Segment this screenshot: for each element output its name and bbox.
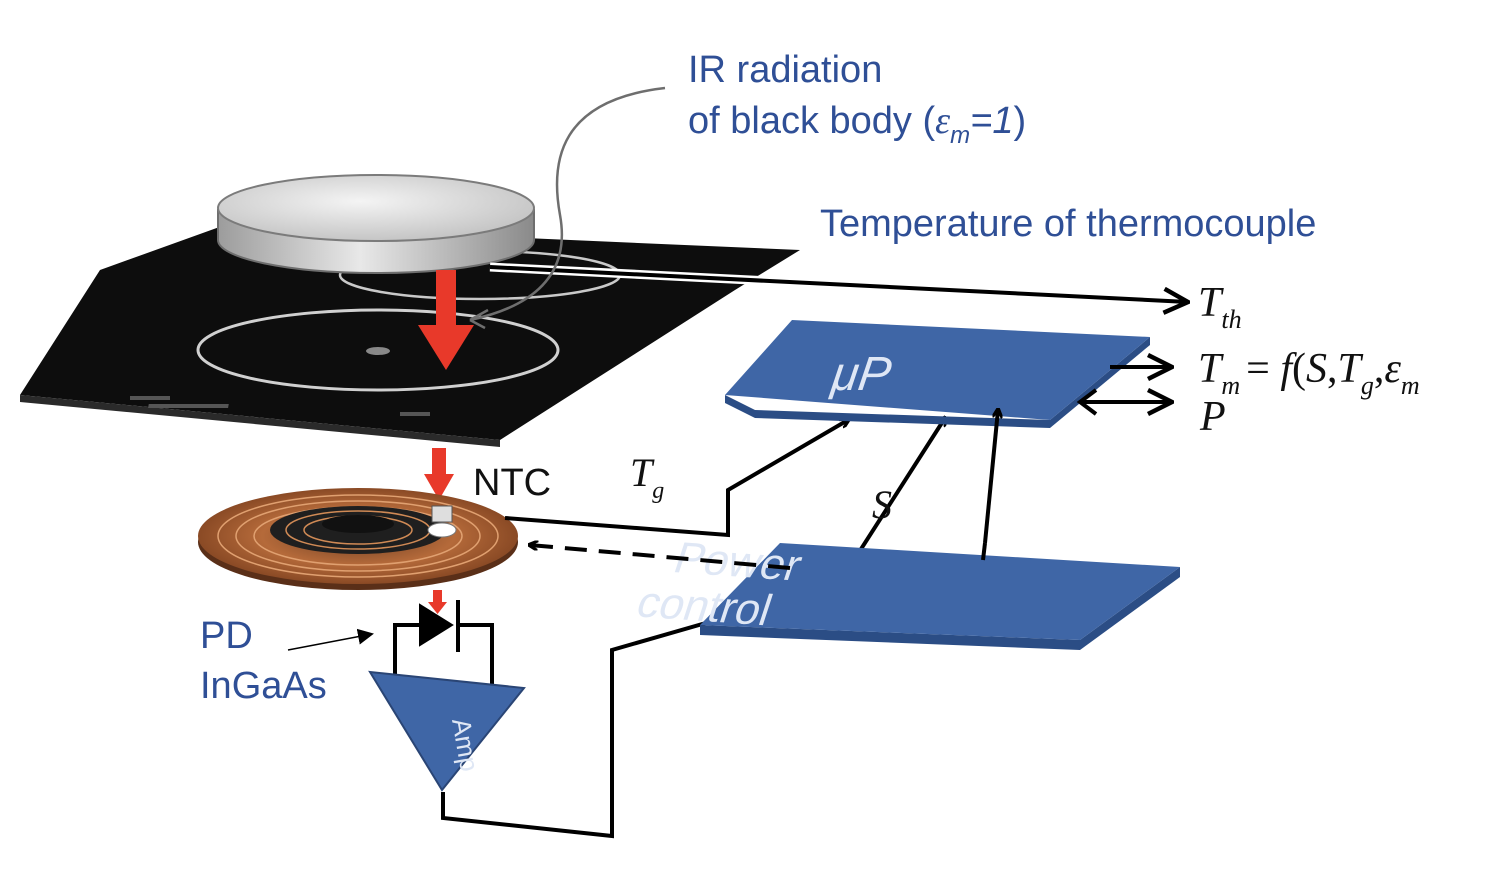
p-label: P (1199, 394, 1226, 440)
thermocouple-signal-arrow (489, 262, 1190, 302)
pd-label-pointer (287, 628, 374, 651)
microprocessor-block: μP (725, 320, 1150, 428)
ir-label-line2: of black body (εm=1) (688, 100, 1026, 149)
amplifier: Amp (368, 670, 526, 792)
ntc-label: NTC (473, 462, 551, 504)
microprocessor-label: μP (827, 347, 895, 401)
pd-light-arrow (428, 590, 447, 614)
power-control-label-line2: control (631, 578, 778, 635)
induction-coil (198, 488, 518, 590)
photodiode-window (366, 347, 390, 355)
pd-label-line1: PD (200, 615, 253, 657)
amp-output-wire (441, 583, 839, 839)
t-g-label: Tg (630, 450, 664, 504)
photodiode-circuit (393, 600, 494, 685)
ir-label-line1: IR radiation (688, 49, 882, 91)
tm-formula: Tm= f(S,Tg,εm (1198, 346, 1420, 400)
ntc-sensor (431, 505, 453, 523)
s-signal-arrow (983, 410, 998, 544)
ntc-heat-arrow (424, 448, 454, 500)
s-label: S (872, 482, 892, 527)
thermocouple-label: Temperature of thermocouple (820, 203, 1316, 245)
ir-radiation-arrow (418, 270, 474, 370)
ntc-signal-wire (504, 420, 848, 538)
cooking-zone-front (196, 308, 560, 392)
power-control-block: Power control (631, 534, 1180, 650)
induction-hob (20, 225, 800, 447)
t-th-label: Tth (1198, 280, 1242, 334)
pd-label-line2: InGaAs (200, 665, 327, 707)
pot-black-body (217, 174, 535, 274)
ir-label-pointer (469, 86, 666, 322)
power-to-coil-arrow (530, 545, 791, 570)
